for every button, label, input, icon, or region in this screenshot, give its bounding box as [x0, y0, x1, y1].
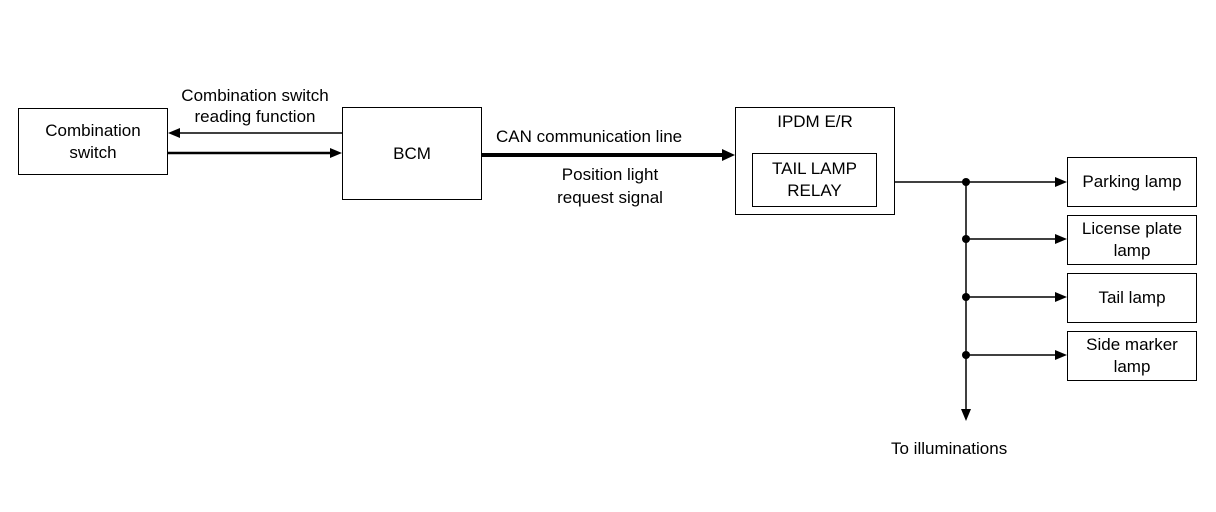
tail-lamp-relay-label-line2: RELAY [787, 181, 842, 200]
bcm-box: BCM [342, 107, 482, 200]
can-communication-line-label: CAN communication line [496, 127, 683, 146]
ipdm-er-title: IPDM E/R [777, 112, 853, 131]
to-illuminations-label: To illuminations [891, 439, 1008, 458]
branch-side-marker-arrowhead [1055, 350, 1067, 360]
tail-lamp-label: Tail lamp [1098, 288, 1166, 307]
parking-lamp-box: Parking lamp [1067, 157, 1197, 207]
side-marker-lamp-label-line1: Side marker [1086, 335, 1178, 354]
position-light-signal-line2: request signal [557, 188, 663, 207]
bcm-label: BCM [393, 143, 431, 163]
reading-function-arrowhead [168, 128, 180, 138]
combination-switch-label-line2: switch [69, 142, 117, 162]
license-plate-lamp-label-line1: License plate [1081, 219, 1183, 238]
combination-switch-box: Combination switch [18, 108, 168, 175]
side-marker-lamp-box: Side marker lamp [1067, 331, 1197, 381]
reading-function-label: Combination switch reading function [170, 85, 340, 128]
tail-lamp-relay-label-line1: TAIL LAMP [771, 159, 858, 178]
illuminations-arrowhead [961, 409, 971, 421]
position-light-signal-line1: Position light [561, 165, 659, 184]
parking-lamp-label: Parking lamp [1082, 172, 1182, 191]
switch-to-bcm-arrowhead [330, 148, 342, 158]
reading-function-label-line2: reading function [194, 107, 316, 126]
tail-lamp-box: Tail lamp [1067, 273, 1197, 323]
license-plate-lamp-label-line2: lamp [1113, 241, 1151, 260]
branch-license-arrowhead [1055, 234, 1067, 244]
tail-lamp-relay-box: TAIL LAMP RELAY [752, 153, 877, 207]
combination-switch-label-line1: Combination [45, 120, 141, 140]
position-light-signal-label: Position light request signal [530, 164, 690, 209]
branch-parking-arrowhead [1055, 177, 1067, 187]
side-marker-lamp-label-line2: lamp [1113, 357, 1151, 376]
branch-tail-arrowhead [1055, 292, 1067, 302]
reading-function-label-line1: Combination switch [181, 86, 329, 105]
license-plate-lamp-box: License plate lamp [1067, 215, 1197, 265]
can-arrowhead [722, 149, 735, 161]
